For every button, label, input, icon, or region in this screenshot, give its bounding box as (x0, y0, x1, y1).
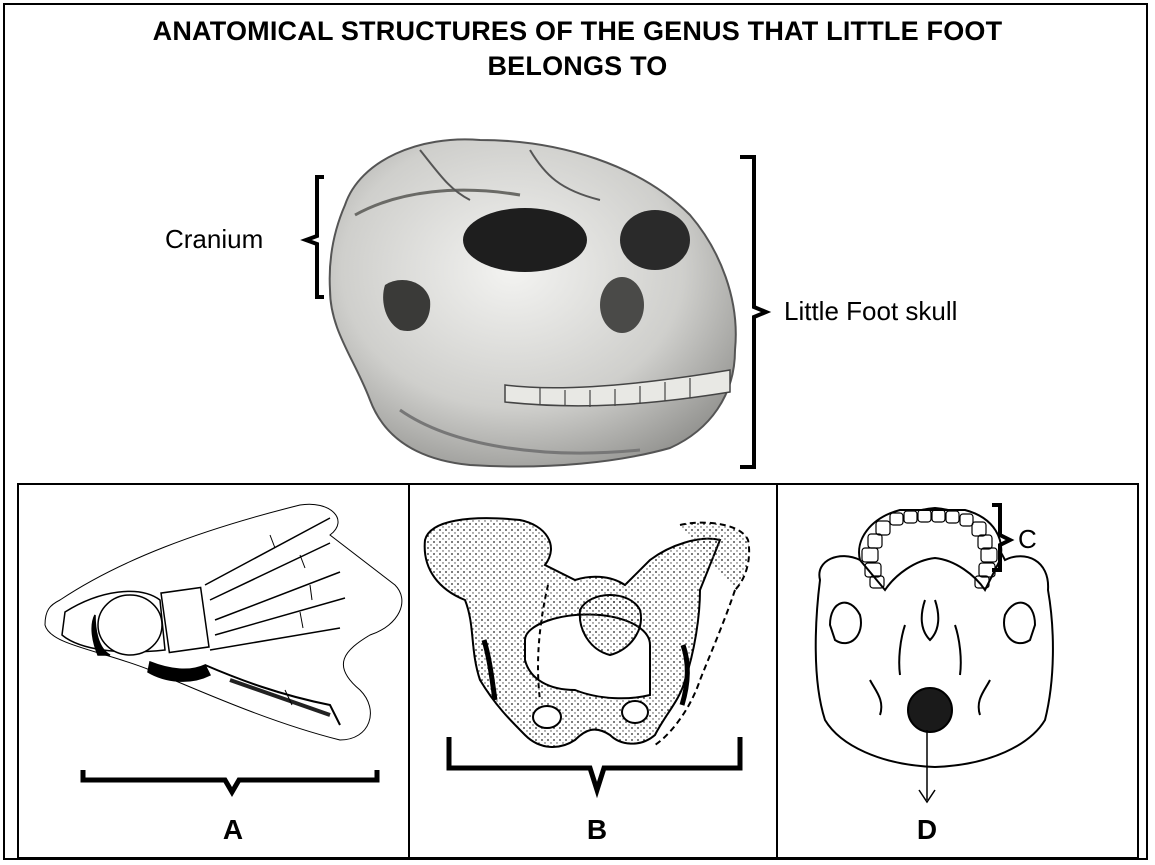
pelvis-drawing (425, 518, 749, 747)
panel-b-bracket (449, 737, 740, 790)
skull-bracket (740, 157, 766, 467)
cranium-bracket (306, 177, 324, 297)
panel-d-label: D (897, 815, 957, 845)
cranium-label: Cranium (165, 224, 263, 254)
panel-a-label: A (203, 815, 263, 845)
panel-a-bracket (83, 770, 377, 792)
panel-b-label: B (567, 815, 627, 845)
panel-c-label: C (1018, 524, 1037, 554)
little-foot-skull-label: Little Foot skull (784, 296, 957, 326)
foot-skeleton-drawing (45, 504, 402, 740)
little-foot-skull-image (330, 139, 736, 466)
